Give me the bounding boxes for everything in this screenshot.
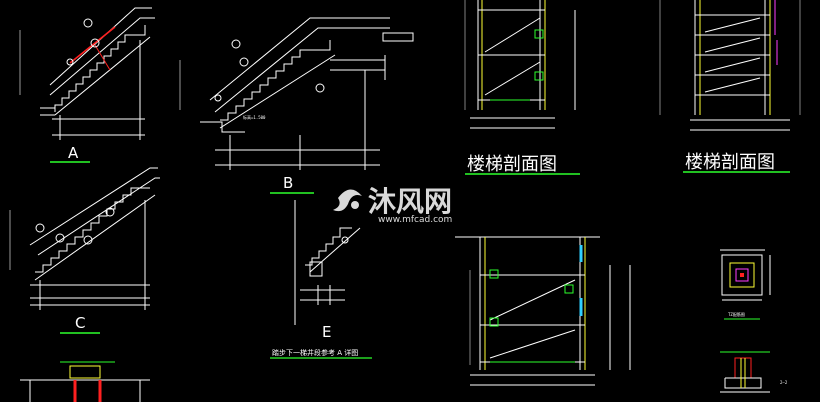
detail-c [9, 167, 160, 310]
footing-detail [720, 351, 770, 393]
section-2 [659, 0, 801, 131]
bottom-left-fragment [20, 361, 150, 402]
section-3 [455, 236, 631, 386]
detail-e-note: 踏步下一梯井段参考 A 详图 [272, 348, 358, 357]
detail-b-level: 标高=1.500 [243, 114, 266, 120]
section-1 [464, 0, 576, 129]
detail-a [19, 7, 155, 140]
column-detail [720, 249, 771, 301]
red-handrail-segment [69, 26, 116, 64]
detail-b [179, 17, 414, 170]
watermark-url: www.mfcad.com [378, 215, 452, 225]
watermark: 沐风网 www.mfcad.com [333, 185, 452, 225]
section-title-left: 楼梯剖面图 [467, 154, 557, 175]
mfcad-logo [333, 189, 362, 212]
detail-c-label: C [75, 314, 85, 332]
detail-a-label: A [68, 144, 79, 162]
section-title-right: 楼梯剖面图 [685, 152, 775, 173]
footing-detail-label: 2—2 [780, 380, 788, 385]
watermark-brand: 沐风网 [368, 185, 452, 218]
detail-b-label: B [283, 174, 293, 192]
detail-e [294, 200, 361, 325]
detail-e-label: E [322, 323, 331, 341]
column-detail-label: TZ配筋图 [728, 311, 745, 317]
